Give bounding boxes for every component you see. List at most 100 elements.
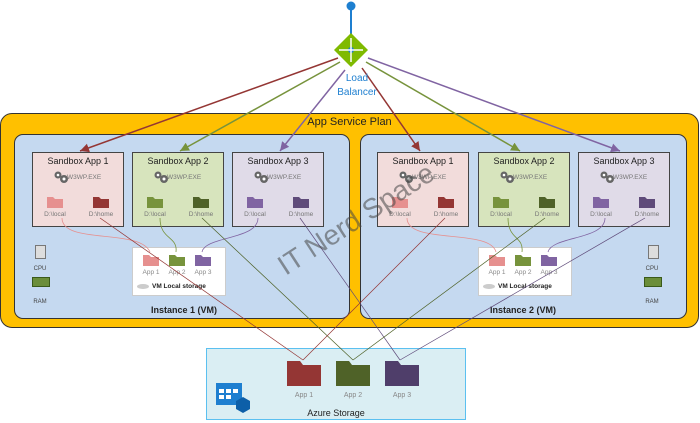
link-home-app1-inst1	[99, 217, 304, 361]
sandbox-app-2-instance-2: Sandbox App 2 W3WP.EXE D:\local D:\home	[478, 152, 570, 227]
ram-label: RAM	[645, 299, 659, 305]
load-balancer-label: Load Balancer	[337, 73, 377, 98]
azure-storage-title: Azure Storage	[307, 408, 365, 418]
folder-home-icon	[539, 197, 555, 208]
link-local-app3-inst1	[201, 217, 259, 253]
app-label: App 1	[488, 269, 506, 276]
ram-label: RAM	[33, 299, 47, 305]
lb-arrow-app3-inst1	[279, 69, 346, 152]
folder-home-icon	[193, 197, 209, 208]
ram-icon	[644, 277, 662, 287]
folder-home-icon	[438, 197, 454, 208]
azure-folder-app2-icon	[336, 361, 370, 386]
folder-app2-icon	[169, 255, 185, 266]
local-label: D:\local	[144, 211, 166, 218]
folder-local-icon	[392, 197, 408, 208]
azure-app-label: App 1	[294, 392, 314, 399]
link-home-app1-inst2	[302, 217, 446, 361]
ram-icon	[32, 277, 50, 287]
folder-local-icon	[593, 197, 609, 208]
sandbox-title: Sandbox App 2	[147, 156, 209, 166]
process-label: W3WP.EXE	[412, 174, 447, 181]
folder-home-icon	[639, 197, 655, 208]
folder-app3-icon	[541, 255, 557, 266]
cpu-label: CPU	[645, 266, 659, 272]
vm-storage-label: VM Local storage	[498, 283, 552, 290]
process-label: W3WP.EXE	[267, 174, 302, 181]
azure-folder-app1-icon	[287, 361, 321, 386]
app-label: App 3	[540, 269, 558, 276]
sandbox-app-1-instance-2: Sandbox App 1 W3WP.EXE D:\local D:\home	[377, 152, 469, 227]
link-home-app2-inst1	[201, 217, 354, 361]
instance-1-label: Instance 1 (VM)	[150, 305, 217, 315]
home-label: D:\home	[534, 211, 560, 218]
home-label: D:\home	[634, 211, 660, 218]
vm-local-storage-instance-1: App 1 App 2 App 3 VM Local storage	[132, 247, 226, 296]
sandbox-app-3-instance-1: Sandbox App 3 W3WP.EXE D:\local D:\home	[232, 152, 324, 227]
azure-folder-app3-icon	[385, 361, 419, 386]
process-label: W3WP.EXE	[613, 174, 648, 181]
local-label: D:\local	[389, 211, 411, 218]
local-label: D:\local	[44, 211, 66, 218]
link-local-app1-inst1	[61, 217, 151, 253]
disk-icon	[137, 283, 149, 289]
folder-home-icon	[93, 197, 109, 208]
process-label: W3WP.EXE	[67, 174, 102, 181]
load-balancer-icon	[334, 33, 368, 67]
gear-icon	[600, 171, 614, 183]
sandbox-app-1-instance-1: Sandbox App 1 W3WP.EXE D:\local D:\home	[32, 152, 124, 227]
home-label: D:\home	[88, 211, 114, 218]
lb-arrow-app2-inst1	[179, 61, 341, 152]
link-local-app2-inst1	[159, 217, 177, 253]
folder-local-icon	[493, 197, 509, 208]
disk-icon	[483, 283, 495, 289]
folder-app3-icon	[195, 255, 211, 266]
azure-app-label: App 3	[392, 392, 412, 399]
cpu-icon	[648, 245, 659, 259]
lb-arrow-app3-inst2	[367, 57, 621, 153]
folder-app1-icon	[489, 255, 505, 266]
gear-icon	[500, 171, 514, 183]
process-label: W3WP.EXE	[513, 174, 548, 181]
gear-icon	[399, 171, 413, 183]
app-label: App 1	[142, 269, 160, 276]
folder-app1-icon	[143, 255, 159, 266]
lb-endpoint	[346, 1, 356, 11]
local-label: D:\local	[490, 211, 512, 218]
gear-icon	[254, 171, 268, 183]
lb-arrow-app2-inst2	[365, 61, 521, 152]
sandbox-title: Sandbox App 2	[493, 156, 555, 166]
link-local-app3-inst2	[547, 217, 606, 253]
cpu-icon	[35, 245, 46, 259]
folder-app2-icon	[515, 255, 531, 266]
home-label: D:\home	[188, 211, 214, 218]
gear-icon	[154, 171, 168, 183]
sandbox-title: Sandbox App 1	[47, 156, 109, 166]
lb-arrow-app1-inst1	[79, 57, 339, 153]
cpu-label: CPU	[33, 266, 47, 272]
folder-local-icon	[147, 197, 163, 208]
sandbox-app-3-instance-2: Sandbox App 3 W3WP.EXE D:\local D:\home	[578, 152, 670, 227]
link-local-app2-inst2	[507, 217, 523, 253]
folder-local-icon	[247, 197, 263, 208]
link-home-app2-inst2	[352, 217, 546, 361]
sandbox-title: Sandbox App 3	[247, 156, 309, 166]
instance-2-label: Instance 2 (VM)	[489, 305, 556, 315]
sandbox-title: Sandbox App 1	[392, 156, 454, 166]
home-label: D:\home	[288, 211, 314, 218]
folder-local-icon	[47, 197, 63, 208]
app-label: App 2	[514, 269, 532, 276]
app-label: App 3	[194, 269, 212, 276]
home-label: D:\home	[433, 211, 459, 218]
link-local-app1-inst2	[406, 217, 497, 253]
app-label: App 2	[168, 269, 186, 276]
link-home-app3-inst1	[299, 217, 401, 361]
gear-icon	[54, 171, 68, 183]
azure-storage-icon	[216, 383, 250, 413]
app-service-plan-title: App Service Plan	[307, 116, 392, 128]
azure-app-label: App 2	[343, 392, 363, 399]
process-label: W3WP.EXE	[167, 174, 202, 181]
folder-home-icon	[293, 197, 309, 208]
local-label: D:\local	[590, 211, 612, 218]
